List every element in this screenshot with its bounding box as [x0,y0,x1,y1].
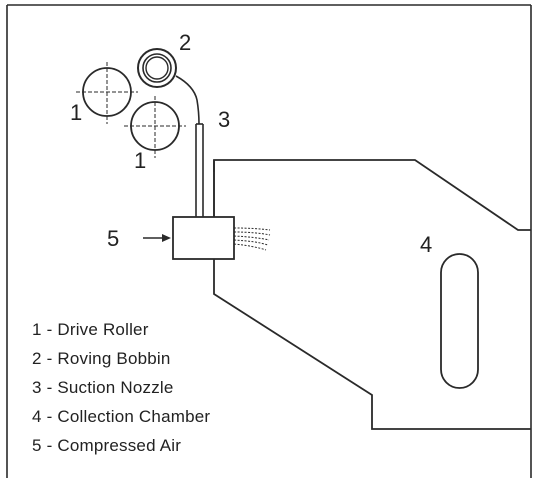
drive-roller-lower [124,96,186,158]
roving-strand [175,75,200,125]
label-nozzle: 3 [218,107,230,132]
legend-item-collection-chamber: 4 - Collection Chamber [32,407,210,426]
legend-item-drive-roller: 1 - Drive Roller [32,320,149,339]
air-arrow-icon [143,234,171,242]
air-hose [233,227,271,251]
collection-chamber-top [213,159,531,231]
collection-chamber [213,259,531,430]
legend-item-suction-nozzle: 3 - Suction Nozzle [32,378,174,397]
legend: 1 - Drive Roller 2 - Roving Bobbin 3 - S… [32,320,210,455]
air-injector-block [172,216,235,260]
drive-roller-upper [76,62,138,124]
label-bobbin: 2 [179,30,191,55]
figure-frame [6,4,532,478]
label-air: 5 [107,226,119,251]
suction-nozzle [195,123,204,217]
chamber-window-slot [440,253,479,389]
label-roller-upper: 1 [70,100,82,125]
legend-item-roving-bobbin: 2 - Roving Bobbin [32,349,171,368]
label-roller-lower: 1 [134,148,146,173]
roving-bobbin [137,48,177,88]
label-chamber: 4 [420,232,432,257]
legend-item-compressed-air: 5 - Compressed Air [32,436,181,455]
